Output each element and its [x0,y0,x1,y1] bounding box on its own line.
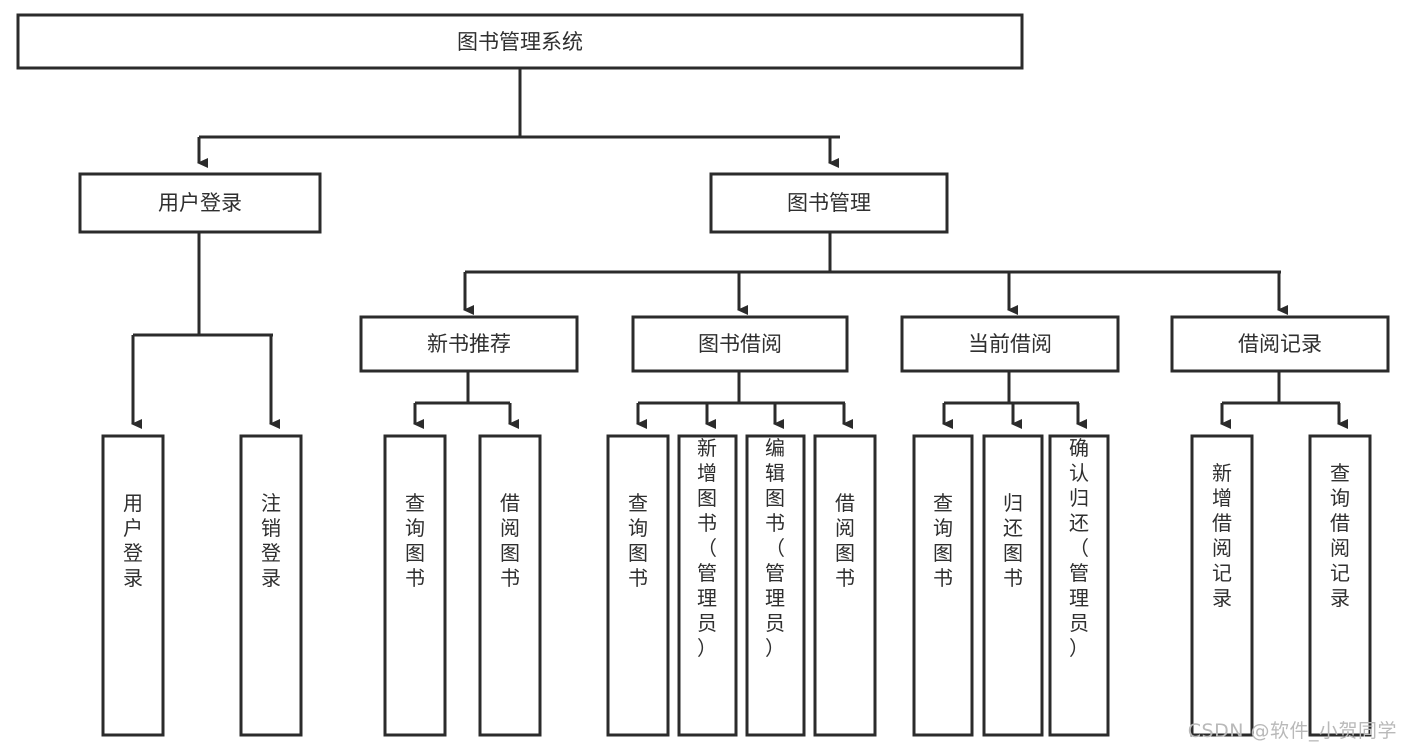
node-leaf-query-book-1-box[interactable] [383,434,447,737]
node-leaf-logout-box[interactable] [239,434,303,737]
node-leaf-confirm-return-box[interactable] [1048,434,1110,737]
node-leaf-query-record-label: 查询借阅记录 [1330,461,1350,610]
node-leaf-confirm-return[interactable]: 确认归还（管理员） [1048,434,1110,737]
node-root-label: 图书管理系统 [457,30,583,54]
node-leaf-return-book-label: 归还图书 [1003,491,1023,590]
node-leaf-user-login-box[interactable] [101,434,165,737]
node-leaf-borrow-book-2[interactable]: 借阅图书 [813,434,877,737]
node-leaf-query-record-box[interactable] [1308,434,1372,737]
node-borrow-record-label: 借阅记录 [1238,332,1322,356]
node-leaf-query-book-1-label: 查询图书 [405,491,425,590]
node-leaf-logout[interactable]: 注销登录 [239,434,303,737]
node-leaf-add-record[interactable]: 新增借阅记录 [1190,434,1254,737]
node-leaf-query-book-3-label: 查询图书 [933,491,953,590]
node-leaf-borrow-book-1[interactable]: 借阅图书 [478,434,542,737]
node-user-login-box[interactable] [78,172,322,234]
node-leaf-add-book-box[interactable] [677,434,738,737]
node-leaf-edit-book-label: 编辑图书（管理员） [765,436,785,660]
node-current-borrow-box[interactable] [900,315,1120,373]
node-current-borrow[interactable]: 当前借阅 [900,315,1120,373]
node-leaf-borrow-book-1-label: 借阅图书 [500,491,520,590]
node-borrow-record-box[interactable] [1170,315,1390,373]
node-leaf-add-record-label: 新增借阅记录 [1212,461,1232,610]
node-leaf-query-record[interactable]: 查询借阅记录 [1308,434,1372,737]
node-book-borrow-label: 图书借阅 [698,332,782,356]
node-current-borrow-label: 当前借阅 [968,332,1052,356]
node-root[interactable]: 图书管理系统 [16,13,1024,70]
node-leaf-borrow-book-2-label: 借阅图书 [835,491,855,590]
node-leaf-edit-book[interactable]: 编辑图书（管理员） [745,434,806,737]
node-book-borrow[interactable]: 图书借阅 [631,315,849,373]
node-leaf-query-book-1[interactable]: 查询图书 [383,434,447,737]
node-new-book-rec[interactable]: 新书推荐 [359,315,579,373]
node-root-box[interactable] [16,13,1024,70]
node-leaf-query-book-2[interactable]: 查询图书 [606,434,670,737]
node-leaf-return-book[interactable]: 归还图书 [982,434,1044,737]
node-leaf-return-book-box[interactable] [982,434,1044,737]
node-leaf-logout-label: 注销登录 [261,491,281,590]
node-leaf-user-login-label: 用户登录 [123,491,143,590]
node-user-login[interactable]: 用户登录 [78,172,322,234]
node-leaf-borrow-book-1-box[interactable] [478,434,542,737]
node-user-login-label: 用户登录 [158,191,242,215]
node-leaf-add-book[interactable]: 新增图书（管理员） [677,434,738,737]
node-leaf-add-book-label: 新增图书（管理员） [697,436,717,660]
node-book-manage-box[interactable] [709,172,949,234]
node-leaf-query-book-3-box[interactable] [912,434,974,737]
node-leaf-borrow-book-2-box[interactable] [813,434,877,737]
node-leaf-query-book-2-box[interactable] [606,434,670,737]
node-leaf-query-book-3[interactable]: 查询图书 [912,434,974,737]
node-book-manage[interactable]: 图书管理 [709,172,949,234]
node-leaf-user-login[interactable]: 用户登录 [101,434,165,737]
node-leaf-query-book-2-label: 查询图书 [628,491,648,590]
node-borrow-record[interactable]: 借阅记录 [1170,315,1390,373]
node-leaf-add-record-box[interactable] [1190,434,1254,737]
node-new-book-rec-box[interactable] [359,315,579,373]
node-book-borrow-box[interactable] [631,315,849,373]
node-book-manage-label: 图书管理 [787,191,871,215]
node-leaf-edit-book-box[interactable] [745,434,806,737]
node-leaf-confirm-return-label: 确认归还（管理员） [1069,436,1089,660]
connector-layer [131,68,1348,429]
node-new-book-rec-label: 新书推荐 [427,332,511,356]
